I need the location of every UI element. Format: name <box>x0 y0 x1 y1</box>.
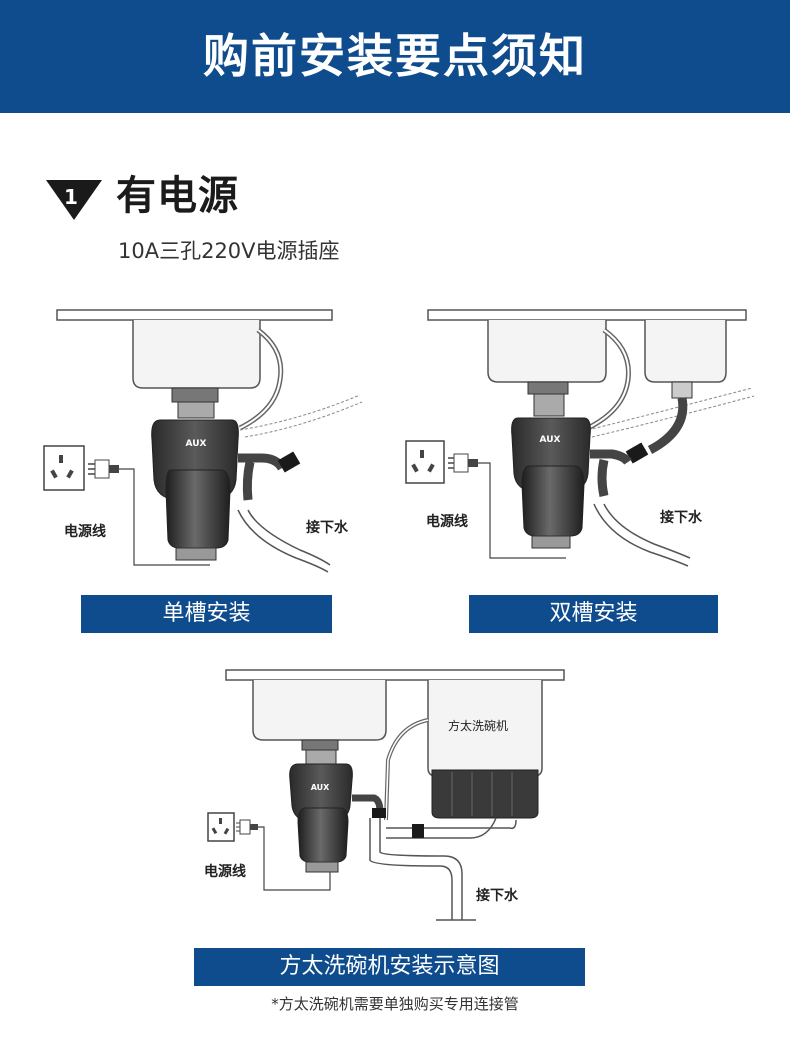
sink-basin-right <box>644 320 727 383</box>
power-cord-label: 电源线 <box>426 513 468 530</box>
sink-basin-left <box>487 320 607 383</box>
page-title: 购前安装要点须知 <box>203 29 587 83</box>
brand-logo: AUX <box>540 435 561 445</box>
plug-icon <box>448 453 478 473</box>
plug-icon <box>236 819 258 835</box>
sink-basin <box>132 320 261 389</box>
footnote: *方太洗碗机需要单独购买专用连接管 <box>271 995 519 1013</box>
dishwasher-caption: 方太洗碗机安装示意图 <box>194 948 585 986</box>
countertop <box>427 309 747 321</box>
power-cord-label: 电源线 <box>204 863 246 880</box>
drain-label: 接下水 <box>660 509 703 526</box>
dishwasher-label: 方太洗碗机 <box>448 718 508 733</box>
drain-label: 接下水 <box>306 519 349 536</box>
single-sink-diagram: AUX 电源线 接下水 <box>43 309 363 573</box>
dishwasher-diagram: 方太洗碗机 AUX <box>204 669 565 921</box>
power-outlet-icon <box>43 445 85 491</box>
double-sink-caption: 双槽安装 <box>469 595 718 633</box>
countertop <box>56 309 333 321</box>
brand-logo: AUX <box>186 439 207 449</box>
brand-logo: AUX <box>311 783 330 792</box>
drain-label: 接下水 <box>476 887 519 904</box>
power-outlet-icon <box>207 812 235 842</box>
power-outlet-icon <box>405 440 445 484</box>
sink-basin <box>252 680 387 741</box>
countertop <box>225 669 565 681</box>
header-banner: 购前安装要点须知 <box>0 0 790 113</box>
section-title: 有电源 <box>116 173 239 219</box>
power-cord-label: 电源线 <box>64 523 106 540</box>
section-subtitle: 10A三孔220V电源插座 <box>118 239 340 263</box>
sink-flange <box>171 387 219 403</box>
single-sink-caption: 单槽安装 <box>81 595 332 633</box>
plug-icon <box>88 459 119 479</box>
double-sink-diagram: AUX 电源线 接下水 <box>405 309 755 567</box>
section-number: 1 <box>64 185 78 209</box>
section-number-icon: 1 <box>46 180 102 220</box>
